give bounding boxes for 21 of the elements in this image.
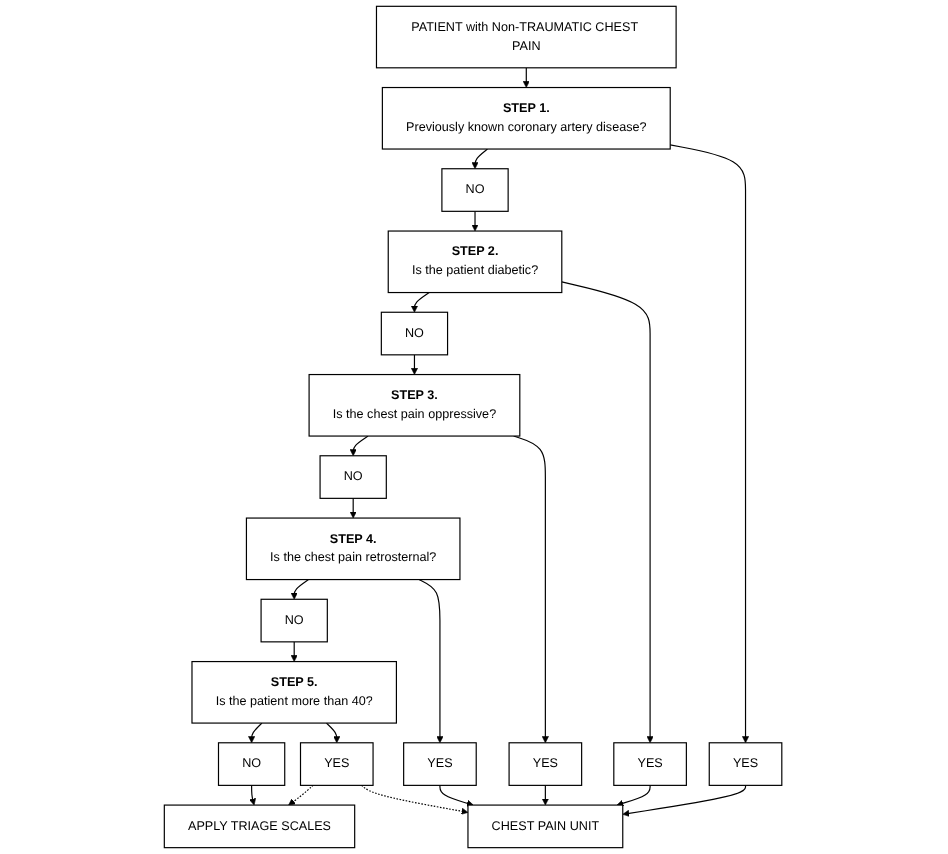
arrow xyxy=(411,291,431,313)
arrow xyxy=(523,67,531,88)
arrow xyxy=(623,784,748,817)
arrow xyxy=(411,354,419,375)
arrow xyxy=(670,144,750,744)
arrow xyxy=(472,148,489,170)
arrow xyxy=(326,722,342,744)
arrow xyxy=(250,784,257,806)
arrow xyxy=(419,578,445,744)
arrow xyxy=(249,722,264,744)
arrow xyxy=(513,435,550,744)
arrow xyxy=(617,784,652,807)
arrow xyxy=(440,784,475,807)
arrow xyxy=(562,281,655,744)
arrow xyxy=(361,784,470,815)
arrow xyxy=(542,784,550,806)
arrow xyxy=(289,784,315,806)
arrow xyxy=(291,641,299,662)
arrow xyxy=(350,497,358,519)
arrow xyxy=(291,578,311,600)
arrow xyxy=(472,210,480,232)
